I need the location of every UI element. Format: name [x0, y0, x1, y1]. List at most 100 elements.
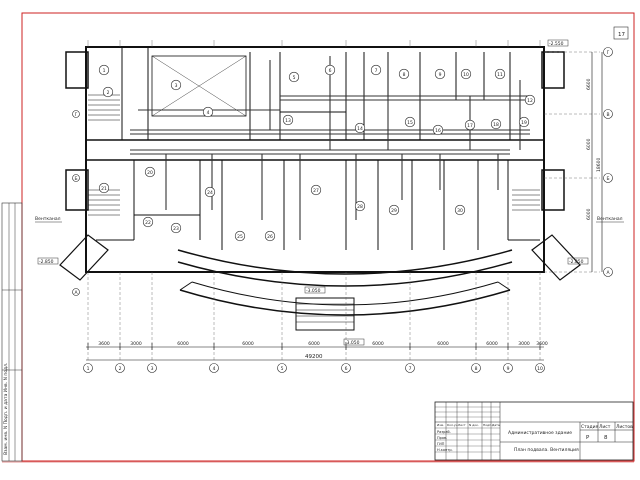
svg-text:-3.050: -3.050 [345, 340, 360, 346]
room-tag: 7 [370, 64, 382, 76]
svg-text:24: 24 [207, 190, 213, 196]
svg-text:19: 19 [521, 120, 527, 126]
svg-text:В: В [606, 112, 609, 118]
axis-bubble-bottom: 9 [503, 363, 513, 373]
axes-left: Г Б А [72, 110, 80, 296]
svg-text:6: 6 [345, 366, 348, 372]
axis-bubble-bottom: 2 [115, 363, 125, 373]
equipment-room [151, 55, 247, 117]
ventilation-ducts [130, 56, 530, 240]
title-block-role: ГИП [437, 442, 445, 446]
axis-bubble-left: Б [72, 174, 80, 182]
svg-text:3: 3 [175, 83, 178, 89]
svg-text:8: 8 [403, 72, 406, 78]
dimension-chain-value: 3000 [130, 341, 142, 347]
dimension-chain-value: 6000 [308, 341, 320, 347]
dim-right-overall: 18600 [596, 158, 602, 172]
room-tag: 30 [454, 204, 466, 216]
svg-text:5: 5 [281, 366, 284, 372]
dim-right-1: 6600 [586, 78, 592, 90]
room-tag: 29 [388, 204, 400, 216]
floor-plan [59, 46, 581, 331]
stair-left-bottom [88, 189, 120, 216]
left-stamp: Взам. инв. N Подп. и дата Инв. N подл. [1, 202, 23, 462]
svg-text:А: А [606, 270, 610, 276]
svg-text:7: 7 [409, 366, 412, 372]
svg-text:Вентканал: Вентканал [35, 216, 61, 222]
svg-text:14: 14 [357, 126, 363, 132]
svg-text:18: 18 [493, 122, 499, 128]
title-block-role: Разраб. [437, 430, 451, 434]
stage-value: Р [586, 435, 590, 441]
axes-top [87, 40, 541, 47]
svg-text:9: 9 [439, 72, 442, 78]
svg-text:12: 12 [527, 98, 533, 104]
room-tag: 21 [98, 182, 110, 194]
svg-text:29: 29 [391, 208, 397, 214]
svg-text:15: 15 [407, 120, 413, 126]
title-block-header-cell: Подп. [483, 423, 492, 427]
room-tag: 23 [170, 222, 182, 234]
room-tag: 12 [524, 94, 536, 106]
svg-text:7: 7 [375, 68, 378, 74]
right-angled-wing [531, 234, 581, 281]
axis-bubble-bottom: 6 [341, 363, 351, 373]
room-tag: 24 [204, 186, 216, 198]
right-wing-bottom [541, 169, 565, 211]
left-wing-top [65, 51, 89, 89]
svg-text:8: 8 [475, 366, 478, 372]
svg-text:1: 1 [87, 366, 90, 372]
axis-bubble-bottom: 8 [471, 363, 481, 373]
room-tag: 25 [234, 230, 246, 242]
title-block-header-cell: Дата [492, 423, 500, 427]
svg-text:Г: Г [607, 50, 610, 56]
callout-left: Вентканал [35, 216, 62, 223]
svg-text:10: 10 [537, 366, 543, 372]
svg-text:21: 21 [101, 186, 107, 192]
svg-text:А: А [74, 290, 78, 296]
project-name: Административное здание [508, 430, 572, 436]
svg-text:4: 4 [207, 110, 210, 116]
svg-text:2: 2 [107, 90, 110, 96]
title-block [434, 401, 634, 461]
room-tag: 15 [404, 116, 416, 128]
dimension-overall: 49200 [305, 354, 323, 360]
svg-text:-2.850: -2.850 [39, 259, 54, 265]
room-tag: 9 [434, 68, 446, 80]
svg-text:Б: Б [74, 176, 77, 182]
svg-text:25: 25 [237, 234, 243, 240]
front-facade-inner [177, 249, 513, 275]
svg-text:26: 26 [267, 234, 273, 240]
svg-text:20: 20 [147, 170, 153, 176]
front-facade-outer [177, 261, 513, 287]
room-tag: 10 [460, 68, 472, 80]
room-tag: 14 [354, 122, 366, 134]
svg-text:9: 9 [507, 366, 510, 372]
axis-bubble-left: Г [72, 110, 80, 118]
title-block-role: Н.контр. [437, 448, 453, 452]
svg-text:10: 10 [463, 72, 469, 78]
title-block-header-cell: Кол.уч. [447, 423, 458, 427]
dimension-chain-value: 3600 [98, 341, 110, 347]
svg-text:30: 30 [457, 208, 463, 214]
svg-text:-3.050: -3.050 [306, 288, 321, 294]
level-mark-entrance: -3.050 [304, 286, 326, 294]
porch-arc-outer [179, 289, 511, 316]
svg-text:2: 2 [119, 366, 122, 372]
axis-bubble-bottom: 7 [405, 363, 415, 373]
axis-bubble-left: А [72, 288, 80, 296]
left-stamp-text: Взам. инв. N Подп. и дата Инв. N подл. [3, 363, 9, 456]
svg-text:-2.850: -2.850 [569, 259, 584, 265]
sheets-label: Листов [616, 424, 633, 430]
stair-right-bottom [512, 189, 540, 211]
room-tag: 27 [310, 184, 322, 196]
svg-text:23: 23 [173, 226, 179, 232]
left-angled-wing [59, 234, 109, 281]
room-tag: 1 [98, 64, 110, 76]
room-tag: 18 [490, 118, 502, 130]
svg-text:5: 5 [293, 75, 296, 81]
svg-text:6: 6 [329, 68, 332, 74]
axis-bubble-bottom: 10 [535, 363, 545, 373]
